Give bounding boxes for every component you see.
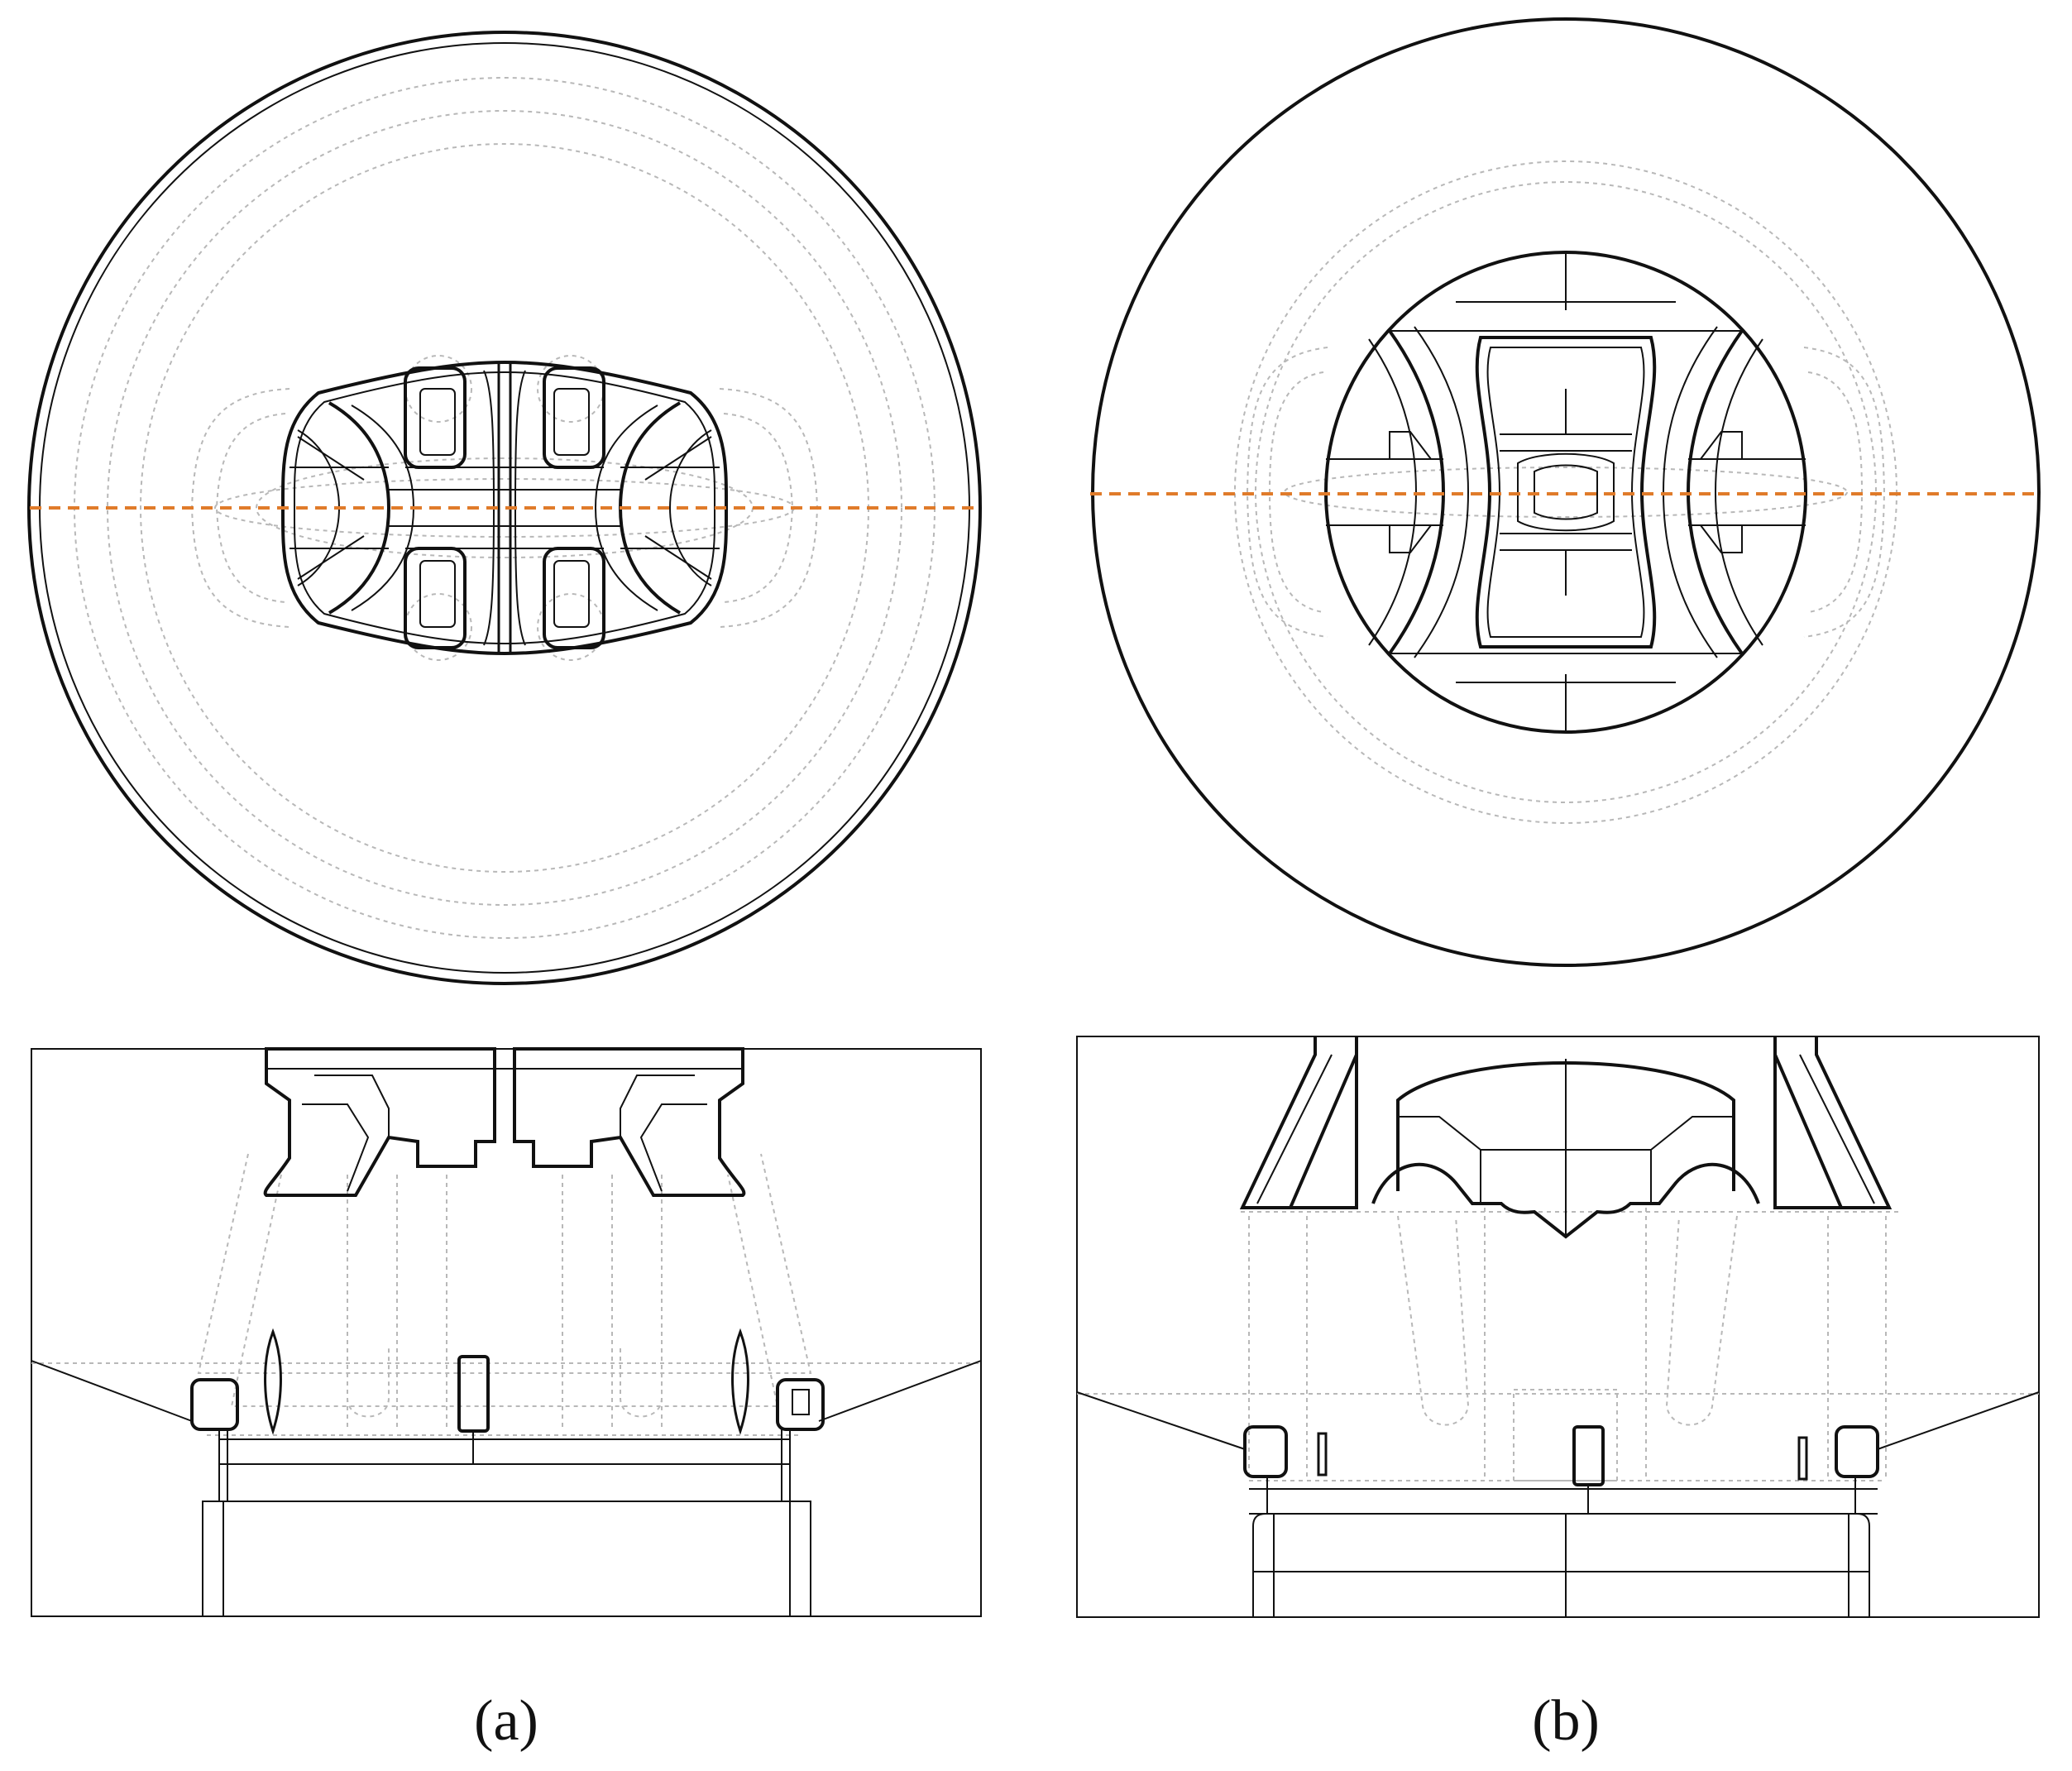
panel-a-hidden-pad-1 [404, 355, 472, 423]
panel-a-section-upper-facet-r2 [620, 1075, 695, 1137]
panel-b-section-hidden-box [1513, 1389, 1618, 1481]
panel-b-right-tab-upper [1700, 431, 1743, 460]
panel-a-section-upper-body-right [513, 1047, 746, 1197]
panel-b-section-upper-left [1239, 1036, 1358, 1209]
panel-b-hidden-wing-left-2 [1268, 371, 1324, 613]
panel-a-right-arc-inner [594, 404, 658, 611]
panel-a-section-clamp-right-inner [792, 1389, 810, 1415]
panel-b-section-frame [1076, 1036, 2040, 1618]
panel-a-section-upper-facet-l2 [314, 1075, 390, 1137]
panel-a-section-hidden-envelope [197, 1153, 812, 1374]
panel-a-pocket-bottom-left [404, 547, 467, 649]
panel-a-section-pin-right [731, 1328, 749, 1435]
panel-a-section-die-block [202, 1501, 811, 1617]
panel-a-top-view [27, 31, 982, 985]
panel-a-right-arc-cavity [668, 429, 712, 586]
panel-b-right-limb-back [1714, 338, 1763, 646]
panel-b-hidden-wing-right [1803, 347, 1886, 638]
panel-b-section-sensor [1572, 1425, 1605, 1486]
panel-a-section-clamp-left [190, 1378, 239, 1431]
panel-b-section-upper-left-inner [1256, 1054, 1333, 1204]
panel-a-right-spoke-diag-1 [644, 436, 712, 481]
panel-a-outer-circle [27, 31, 982, 985]
panel-a-section-upper-facet-r1 [639, 1103, 707, 1192]
panel-b-section-view [1076, 1036, 2040, 1618]
panel-b-left-limb-inner [1414, 326, 1470, 658]
panel-a-left-arc-outer [328, 401, 391, 615]
panel-a-pocket-top-right-inner [553, 388, 590, 456]
panel-b-top-view [1090, 17, 2041, 967]
panel-b-section-pin-left [1317, 1432, 1328, 1477]
panel-a-pocket-top-left-inner [419, 388, 456, 456]
panel-a-central-body [280, 360, 729, 656]
panel-b-section-hidden-u1 [1397, 1215, 1470, 1426]
panel-b-right-tab-lower [1700, 524, 1743, 553]
panel-a-caption: (a) [474, 1689, 538, 1753]
panel-a-section-sensor [457, 1355, 490, 1433]
panel-b-left-tab-upper [1389, 431, 1432, 460]
panel-b-section-upper-top [1242, 1055, 1358, 1209]
panel-a-pocket-bottom-right-inner [553, 560, 590, 628]
panel-a-left-spoke-diag-2 [297, 535, 365, 580]
panel-b-center-core [1517, 452, 1615, 532]
panel-a-hidden-circle-2 [107, 110, 902, 906]
panel-a-section-hidden-u2 [620, 1348, 663, 1418]
panel-a-left-spoke-diag-1 [297, 436, 365, 481]
panel-b-caption: (b) [1532, 1689, 1600, 1753]
panel-b-section-dome-shoulder-l [1398, 1116, 1481, 1151]
panel-b-section-clamp-left [1243, 1425, 1288, 1478]
panel-b-section-dome-shoulder-r [1650, 1116, 1734, 1151]
panel-a-section-upper-body [263, 1047, 496, 1197]
panel-b-section-tie-right [1877, 1391, 2040, 1450]
panel-b-section-upper-right [1773, 1036, 1893, 1209]
panel-b-center-frame [1475, 336, 1657, 649]
panel-a-hidden-pad-3 [404, 593, 472, 661]
panel-a-section-upper-facet-l1 [302, 1103, 370, 1192]
panel-b-section-upper-top-right [1773, 1055, 1889, 1209]
panel-a-section-clamp-right [776, 1378, 825, 1431]
panel-b-section-pin-right [1797, 1436, 1808, 1481]
panel-a-section-hidden-u1 [347, 1348, 390, 1418]
panel-a-right-spoke-diag-2 [644, 535, 712, 580]
panel-a-section-hidden-envelope-2 [230, 1174, 779, 1407]
panel-b-center-core-inner [1534, 464, 1598, 520]
panel-a-section-pin-left [264, 1328, 282, 1435]
panel-a-section-frame [31, 1048, 982, 1617]
panel-a-section-view [31, 1047, 982, 1617]
panel-b-center-frame-inner [1486, 347, 1645, 638]
panel-a-section-tie-right [818, 1360, 982, 1422]
panel-b-section-tie-left [1076, 1391, 1246, 1450]
panel-a-pocket-bottom-left-inner [419, 560, 456, 628]
panel-b-section-upper-right-inner [1799, 1054, 1875, 1204]
panel-a-pocket-bottom-right [543, 547, 605, 649]
panel-b-section-clamp-right [1835, 1425, 1879, 1478]
panel-b-section-die-block [1252, 1513, 1870, 1617]
panel-a-body-inner [293, 371, 716, 645]
panel-b-hidden-wing-left [1246, 347, 1328, 638]
panel-b-section-hidden-u2 [1665, 1215, 1738, 1426]
panel-b-hidden-ellipse [1284, 467, 1848, 518]
panel-b-left-tab-lower [1389, 524, 1432, 553]
panel-a-section-tie-left [31, 1360, 193, 1422]
